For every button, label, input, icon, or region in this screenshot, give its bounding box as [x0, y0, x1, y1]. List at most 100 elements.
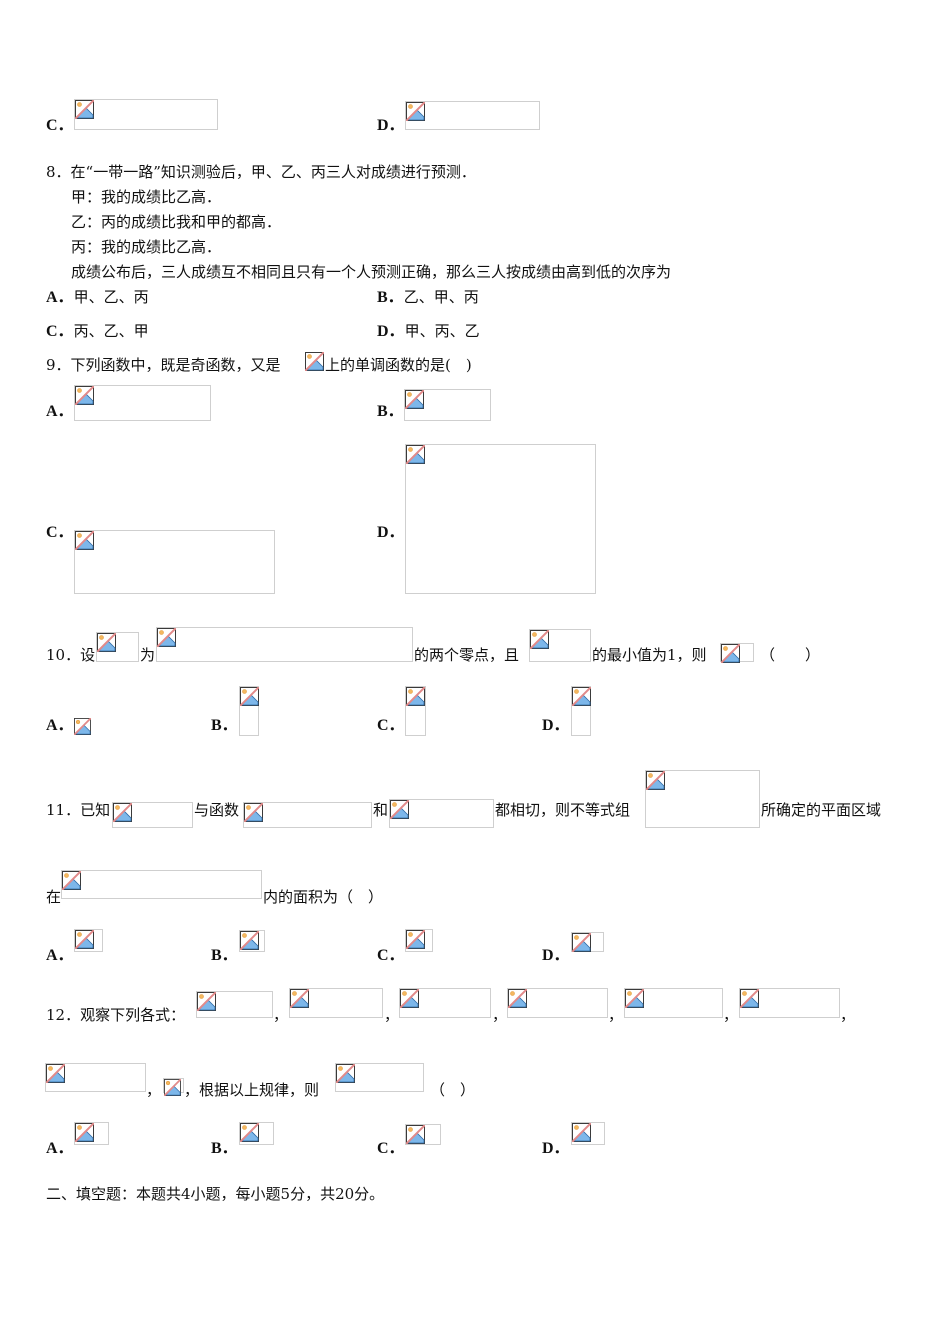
q11-image-2 [243, 802, 372, 828]
q12-part-3: （ ） [430, 1081, 476, 1099]
q10-image-2 [156, 627, 413, 662]
broken-image-icon [508, 989, 527, 1008]
broken-image-icon [572, 687, 591, 706]
q10-part-5: （ ） [760, 646, 821, 664]
q10-part-2: 为 [140, 646, 156, 664]
q8-stem: 8．在“一带一路”知识测验后，甲、乙、丙三人对成绩进行预测． [46, 163, 476, 181]
broken-image-icon [75, 100, 94, 119]
broken-image-icon [75, 386, 94, 405]
broken-image-icon [74, 718, 91, 735]
q12-formula-7 [45, 1063, 146, 1092]
q7-option-c-image [74, 99, 218, 130]
q10-option-c-image [405, 686, 426, 736]
q12-option-c-letter: C． [377, 1140, 405, 1157]
broken-image-icon [646, 771, 665, 790]
q8-line-3: 丙：我的成绩比乙高． [71, 238, 222, 256]
q10-image-4 [720, 643, 754, 662]
broken-image-icon [240, 1123, 259, 1142]
q12-formula-2 [289, 988, 383, 1018]
q9-option-a-letter: A． [46, 403, 74, 420]
q8-option-b-text: 乙、甲、丙 [403, 288, 479, 306]
q10-part-1: 10．设 [46, 646, 96, 664]
q10-option-a-letter: A． [46, 717, 74, 734]
q9-option-d-letter: D． [377, 524, 405, 541]
broken-image-icon [75, 1123, 94, 1142]
q11-part-7: 内的面积为（ ） [263, 888, 384, 906]
broken-image-icon [46, 1064, 65, 1083]
q9-option-c-letter: C． [46, 524, 74, 541]
q8-option-d-letter: D． [377, 323, 405, 340]
broken-image-icon [572, 1123, 591, 1142]
q11-option-d-image [571, 932, 604, 952]
q12-formula-3 [399, 988, 491, 1018]
q8-option-c: C．丙、乙、甲 [46, 321, 149, 342]
broken-image-icon [390, 800, 409, 819]
broken-image-icon [625, 989, 644, 1008]
broken-image-icon [197, 992, 216, 1011]
broken-image-icon [406, 102, 425, 121]
q10-option-d-letter: D． [542, 717, 570, 734]
q10-part-4: 的最小值为1，则 [592, 646, 707, 664]
q12-image-query [335, 1063, 424, 1092]
q11-part-3: 和 [373, 801, 389, 819]
q12-formula-4 [507, 988, 608, 1018]
q9-inline-image [305, 352, 325, 372]
q11-option-a-letter: A． [46, 947, 74, 964]
broken-image-icon [336, 1064, 355, 1083]
q11-image-5 [61, 870, 262, 899]
q12-comma-7: ， [146, 1081, 162, 1099]
section-2-heading: 二、填空题：本题共4小题，每小题5分，共20分。 [46, 1185, 385, 1203]
q10-option-d-image [571, 686, 591, 736]
broken-image-icon [721, 644, 740, 663]
broken-image-icon [740, 989, 759, 1008]
broken-image-icon [406, 930, 425, 949]
q11-part-6: 在 [46, 888, 62, 906]
q12-comma-5: ， [723, 1006, 739, 1024]
broken-image-icon [406, 445, 425, 464]
q11-option-c-image [405, 929, 433, 952]
q12-comma-3: ， [492, 1006, 508, 1024]
q11-option-a-image [74, 929, 103, 952]
q12-formula-8 [163, 1078, 184, 1093]
q8-option-a: A．甲、乙、丙 [46, 287, 149, 308]
q8-line-1: 甲：我的成绩比乙高． [71, 188, 222, 206]
q12-comma-6: ， [840, 1006, 856, 1024]
q12-formula-6 [739, 988, 840, 1018]
broken-image-icon [406, 687, 425, 706]
q12-option-a-letter: A． [46, 1140, 74, 1157]
q12-option-d-image [571, 1122, 605, 1145]
q9-option-b-letter: B． [377, 403, 404, 420]
q7-option-d-image [405, 101, 540, 130]
q8-option-a-letter: A． [46, 289, 74, 306]
q8-option-c-letter: C． [46, 323, 74, 340]
q12-comma-4: ， [608, 1006, 624, 1024]
q11-image-3 [389, 799, 494, 828]
q10-image-3 [529, 629, 591, 662]
q10-image-1 [96, 632, 139, 662]
q12-option-c-image [405, 1124, 441, 1145]
q12-option-b-letter: B． [211, 1140, 238, 1157]
q12-comma-1: ， [273, 1006, 289, 1024]
q11-option-b-letter: B． [211, 947, 238, 964]
q10-option-c-letter: C． [377, 717, 405, 734]
q8-option-d-text: 甲、丙、乙 [404, 322, 480, 340]
q12-formula-1 [196, 991, 273, 1018]
q8-option-b-letter: B． [377, 289, 404, 306]
q12-option-b-image [239, 1122, 274, 1145]
broken-image-icon [406, 1125, 425, 1144]
broken-image-icon [75, 930, 94, 949]
q9-option-c-image [74, 530, 275, 594]
broken-image-icon [290, 989, 309, 1008]
q8-option-c-text: 丙、乙、甲 [73, 322, 149, 340]
broken-image-icon [62, 871, 81, 890]
broken-image-icon [75, 531, 94, 550]
q11-option-d-letter: D． [542, 947, 570, 964]
q11-part-2: 与函数 [194, 801, 240, 819]
q10-option-b-letter: B． [211, 717, 238, 734]
broken-image-icon [530, 630, 549, 649]
broken-image-icon [305, 352, 324, 371]
broken-image-icon [240, 931, 259, 950]
q11-image-4 [645, 770, 760, 828]
q9-option-b-image [404, 389, 491, 421]
q11-option-b-image [239, 930, 265, 952]
